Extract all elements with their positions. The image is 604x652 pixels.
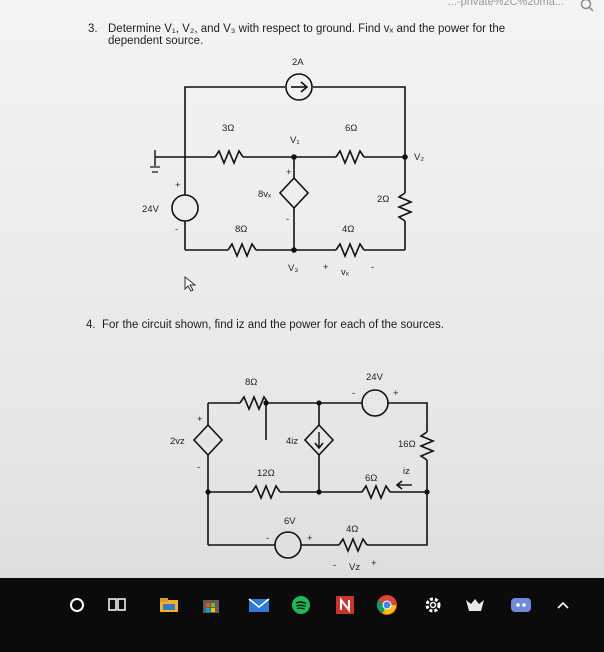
game-button[interactable] bbox=[462, 592, 488, 618]
dependent-voltage-source-2vz bbox=[192, 423, 224, 457]
label-3ohm: 3Ω bbox=[222, 123, 234, 134]
discord-button[interactable] bbox=[508, 592, 534, 618]
label-vz: Vz bbox=[349, 562, 360, 573]
label-24v-q4: 24V bbox=[366, 372, 384, 383]
label-minus-24v-q4: - bbox=[352, 388, 355, 399]
label-minus-vx: - bbox=[371, 262, 374, 273]
label-2vz: 2vz bbox=[170, 436, 185, 447]
q4-text: For the circuit shown, find iz and the p… bbox=[102, 319, 444, 331]
label-2ohm: 2Ω bbox=[377, 194, 389, 205]
label-plus-6v: + bbox=[307, 533, 313, 544]
resistor-8ohm-q4 bbox=[239, 394, 269, 412]
resistor-6ohm-q4 bbox=[361, 483, 391, 501]
discord-icon bbox=[511, 598, 531, 612]
taskbar bbox=[0, 578, 604, 652]
label-4iz: 4iz bbox=[286, 436, 298, 447]
q4-number: 4. bbox=[86, 319, 96, 331]
show-hidden-icons-button[interactable] bbox=[550, 592, 576, 618]
label-v3: V₃ bbox=[288, 263, 298, 274]
label-plus-24v-q4: + bbox=[393, 388, 399, 399]
voltage-source-24v-q4 bbox=[361, 389, 389, 417]
chrome-button[interactable] bbox=[374, 592, 400, 618]
resistor-4ohm bbox=[335, 241, 365, 259]
game-icon bbox=[466, 599, 484, 611]
label-8ohm-q4: 8Ω bbox=[245, 377, 257, 388]
mouse-cursor-icon bbox=[184, 276, 197, 292]
resistor-3ohm bbox=[214, 148, 244, 166]
label-8vx: 8vₓ bbox=[258, 189, 272, 200]
current-source-2a bbox=[285, 73, 313, 101]
q3-circuit-diagram: 2A 3Ω 6Ω V₁ V₂ + - bbox=[142, 57, 424, 278]
arrow-left-icon bbox=[395, 480, 412, 490]
resistor-2ohm bbox=[396, 192, 414, 222]
store-button[interactable] bbox=[198, 592, 224, 618]
settings-button[interactable] bbox=[420, 592, 446, 618]
store-icon bbox=[203, 600, 219, 613]
q4-circuit-diagram: 8Ω 24V - + + - 2vz 4iz 16Ω bbox=[170, 372, 436, 573]
label-6ohm-q4: 6Ω bbox=[365, 473, 377, 484]
label-minus-vz: - bbox=[333, 560, 336, 571]
label-4ohm: 4Ω bbox=[342, 224, 354, 235]
browser-tab-text[interactable]: ...-private%2C%20ma... bbox=[447, 0, 564, 8]
cortana-icon bbox=[70, 598, 84, 612]
label-6v: 6V bbox=[284, 516, 296, 527]
label-8ohm: 8Ω bbox=[235, 224, 247, 235]
file-explorer-button[interactable] bbox=[156, 592, 182, 618]
spotify-button[interactable] bbox=[288, 592, 314, 618]
onenote-button[interactable] bbox=[332, 592, 358, 618]
cortana-button[interactable] bbox=[64, 592, 90, 618]
resistor-16ohm bbox=[418, 431, 436, 461]
task-view-icon bbox=[108, 598, 126, 611]
label-16ohm: 16Ω bbox=[398, 439, 416, 450]
resistor-12ohm bbox=[251, 483, 281, 501]
resistor-4ohm-q4 bbox=[338, 536, 368, 554]
label-plus-vz: + bbox=[371, 558, 377, 569]
mail-icon bbox=[248, 598, 270, 612]
label-plus-dep: + bbox=[286, 167, 292, 178]
onenote-icon bbox=[336, 596, 354, 614]
chrome-icon bbox=[376, 595, 397, 615]
search-icon[interactable] bbox=[580, 0, 594, 12]
label-2a: 2A bbox=[292, 57, 304, 68]
spotify-icon bbox=[292, 596, 310, 614]
label-v1: V₁ bbox=[290, 135, 300, 146]
label-minus-dep: - bbox=[286, 214, 289, 225]
label-plus-vx: + bbox=[323, 262, 329, 273]
label-minus-24v: - bbox=[175, 224, 178, 235]
ground-icon bbox=[150, 150, 185, 173]
label-iz: iz bbox=[403, 466, 410, 477]
label-vx: vₓ bbox=[341, 267, 350, 278]
mail-button[interactable] bbox=[246, 592, 272, 618]
resistor-6ohm bbox=[335, 148, 365, 166]
label-6ohm: 6Ω bbox=[345, 123, 357, 134]
chevron-up-icon bbox=[557, 601, 569, 609]
q3-number: 3. bbox=[88, 23, 98, 35]
label-v2: V₂ bbox=[414, 152, 424, 163]
q3-text-line2: dependent source. bbox=[108, 35, 204, 47]
label-24v: 24V bbox=[142, 204, 160, 215]
browser-top-strip: ...-private%2C%20ma... bbox=[0, 0, 604, 12]
label-minus-2vz: - bbox=[197, 462, 200, 473]
document-page: 3. Determine V₁, V₂, and V₃ with respect… bbox=[86, 23, 506, 573]
label-4ohm-q4: 4Ω bbox=[346, 524, 358, 535]
task-view-button[interactable] bbox=[104, 592, 130, 618]
file-explorer-icon bbox=[160, 598, 178, 612]
resistor-8ohm bbox=[227, 241, 257, 259]
label-plus-24v: + bbox=[175, 180, 181, 191]
voltage-source-6v bbox=[274, 531, 302, 559]
settings-icon bbox=[425, 597, 441, 613]
q3-text-line1: Determine V₁, V₂, and V₃ with respect to… bbox=[108, 23, 506, 35]
label-12ohm: 12Ω bbox=[257, 468, 275, 479]
label-minus-6v: - bbox=[266, 533, 269, 544]
label-plus-2vz: + bbox=[197, 414, 203, 425]
